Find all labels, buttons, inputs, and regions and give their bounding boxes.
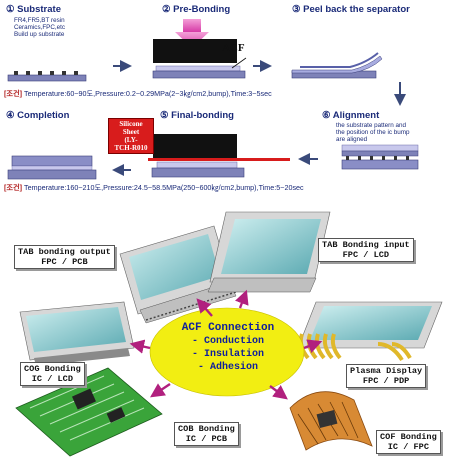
cof-film [289,391,373,451]
arrow-to-plasma [303,339,323,353]
silicone-sheet-label: Silicone Sheet (LY- TCH-R010 [108,118,154,154]
step1-title: ① Substrate [6,4,61,15]
label-line: FPC / PCB [41,257,88,267]
silicone-line: Sheet [122,128,140,136]
pre-bonding-conditions: [조건] Temperature:60~90도,Pressure:0.2~0.2… [4,89,272,99]
acf-property: - Conduction [191,336,264,347]
tab-output-label: TAB bonding output FPC / PCB [14,245,115,269]
label-line: TAB Bonding input [322,240,410,250]
acf-connection-text: ACF Connection - Conduction - Insulation… [166,322,290,374]
cog-panel [19,301,135,366]
label-line: IC / FPC [387,442,429,452]
step1-description: FR4,FR5,BT resin Ceramics,FPC,etc Build … [14,17,114,38]
label-line: IC / LCD [31,374,73,384]
peel-drawing [291,52,383,79]
acf-property: - Insulation [191,349,264,360]
silicone-line: TCH-R010 [114,144,148,152]
label-line: Plasma Display [350,366,423,376]
arrow-to-cob [150,383,171,398]
step6-line: the position of the ic bump [336,129,410,136]
arrow-to-tab-output [196,298,213,317]
cob-label: COB Bonding IC / PCB [174,422,239,446]
label-line: TAB bonding output [18,247,111,257]
plasma-label: Plasma Display FPC / PDP [346,364,427,388]
label-line: COB Bonding [178,424,235,434]
step6-line: are aligned [336,136,368,143]
step5-title: ⑤ Final-bonding [160,110,234,121]
arrow-to-cof [269,385,288,400]
cob-board [15,367,163,457]
alignment-drawing [341,144,419,170]
label-line: COF Bonding [380,432,437,442]
acf-label: ACF [222,42,245,54]
step2-title: ② Pre-Bonding [162,4,231,15]
arrow-to-cog [129,339,151,354]
step6-description: the substrate pattern and the position o… [336,122,448,143]
acf-connection-ellipse [149,307,305,397]
conditions-text: Temperature:160~210도,Pressure:24.5~58.5M… [22,183,304,192]
conditions-key: [조건] [4,89,23,98]
label-line: FPC / LCD [342,250,390,260]
acf-connection-title: ACF Connection [181,322,275,334]
step1-line: FR4,FR5,BT resin [14,17,65,24]
step1-line: Build up substrate [14,31,65,38]
prebonding-drawing [152,19,247,79]
conditions-text: Temperature:60~90도,Pressure:0.2~0.29MPa(… [22,89,272,98]
substrate-drawing [7,71,87,82]
final-bonding-drawing [148,134,290,178]
label-line: FPC / PDP [362,376,410,386]
label-line: COG Bonding [24,364,81,374]
step6-line: the substrate pattern and [336,122,407,129]
step1-line: Ceramics,FPC,etc [14,24,66,31]
step6-title: ⑥ Alignment [322,110,380,121]
cof-label: COF Bonding IC / FPC [376,430,441,454]
step4-title: ④ Completion [6,110,70,121]
tab-input-label: TAB Bonding input FPC / LCD [318,238,414,262]
conditions-key: [조건] [4,183,23,192]
final-bonding-conditions: [조건] Temperature:160~210도,Pressure:24.5~… [4,183,304,193]
silicone-line: Silicone [119,120,143,128]
step3-title: ③ Peel back the separator [292,4,410,15]
completion-drawing [7,155,97,180]
plasma-panel [290,301,443,362]
label-line: IC / PCB [185,434,227,444]
silicone-line: (LY- [124,136,138,144]
arrow-to-tab-input [235,289,249,309]
acf-property: - Adhesion [197,362,258,373]
cog-label: COG Bonding IC / LCD [20,362,85,386]
tab-input-panel [207,211,331,293]
